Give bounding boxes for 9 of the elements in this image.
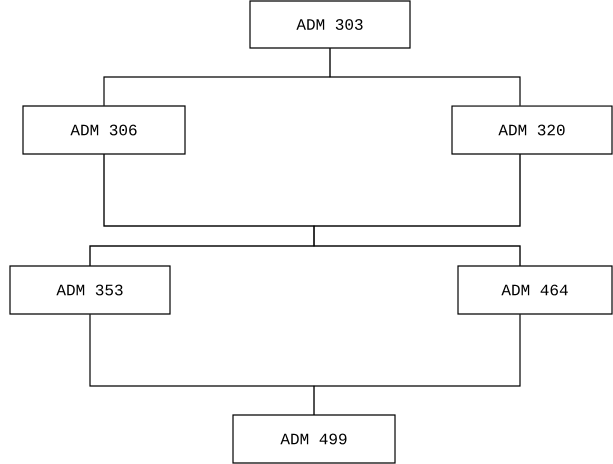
course-box: ADM 464 bbox=[457, 265, 613, 315]
course-box: ADM 499 bbox=[232, 414, 396, 464]
course-box: ADM 320 bbox=[451, 105, 613, 155]
connector-line bbox=[313, 154, 521, 266]
course-box: ADM 306 bbox=[22, 105, 186, 155]
connector-line bbox=[313, 314, 521, 416]
course-box: ADM 353 bbox=[9, 265, 171, 315]
course-box: ADM 303 bbox=[249, 0, 411, 49]
connector-line bbox=[329, 48, 521, 106]
